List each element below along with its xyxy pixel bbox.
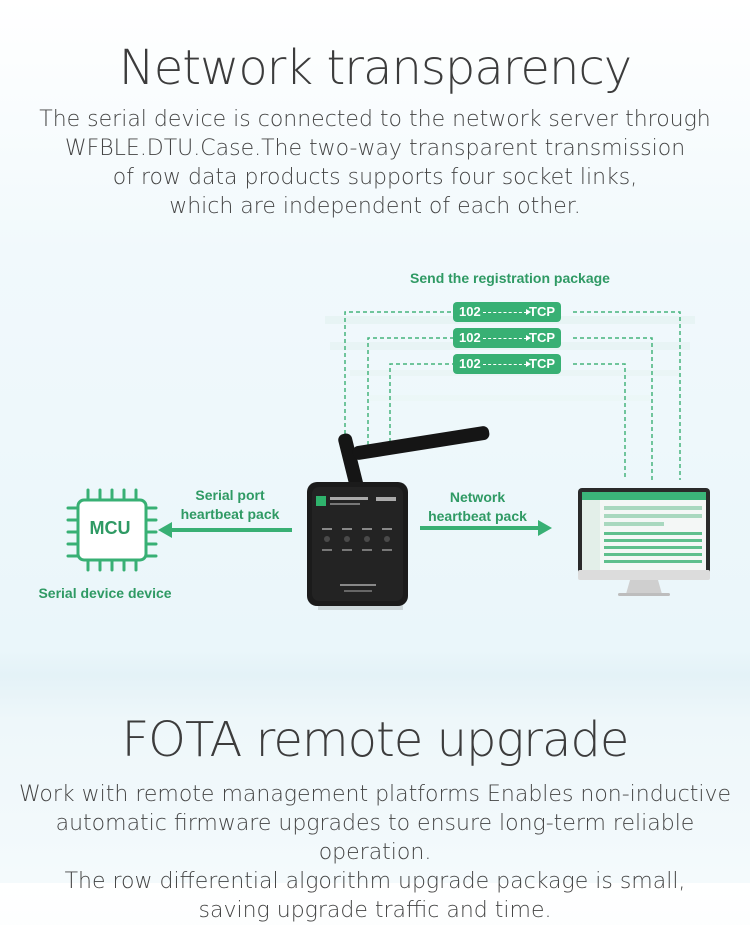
link-pill: 102 TCP xyxy=(453,302,561,322)
description-line: Work with remote management platforms En… xyxy=(18,782,732,807)
link-pill: 102 TCP xyxy=(453,328,561,348)
network-heartbeat-line: heartbeat pack xyxy=(428,508,527,524)
description-line: WFBLE.DTU.Case.The two-way transparent t… xyxy=(64,136,686,161)
description-line: which are independent of each other. xyxy=(169,194,581,219)
monitor-icon xyxy=(578,488,710,596)
link-pill: 102 TCP xyxy=(453,354,561,374)
serial-heartbeat-line: Serial port xyxy=(195,487,265,503)
mcu-chip-icon xyxy=(66,488,158,572)
network-transparency-description: The serial device is connected to the ne… xyxy=(0,105,750,221)
registration-link-lines xyxy=(344,311,681,480)
registration-label: Send the registration package xyxy=(410,270,610,286)
description-line: of row data products supports four socke… xyxy=(112,165,638,190)
network-diagram xyxy=(66,311,710,610)
dtu-device-icon xyxy=(307,426,490,610)
link-from: 102 xyxy=(459,356,481,371)
link-from: 102 xyxy=(459,304,481,319)
link-arrow-icon xyxy=(483,309,531,315)
link-to: TCP xyxy=(529,304,555,319)
link-arrow-icon xyxy=(483,335,531,341)
description-line: The serial device is connected to the ne… xyxy=(39,107,711,132)
description-line: The row differential algorithm upgrade p… xyxy=(64,869,686,894)
network-heartbeat-line: Network xyxy=(449,489,506,505)
serial-heartbeat-line: heartbeat pack xyxy=(180,506,280,522)
serial-arrow-icon xyxy=(158,522,292,538)
network-heartbeat-label: Network heartbeat pack xyxy=(415,488,540,526)
network-transparency-title: Network transparency xyxy=(118,40,632,96)
description-line: automatic firmware upgrades to ensure lo… xyxy=(55,811,695,865)
fota-title: FOTA remote upgrade xyxy=(121,712,630,768)
description-line: saving upgrade traffic and time. xyxy=(198,898,552,923)
serial-device-label: Serial device device xyxy=(38,585,172,601)
link-arrow-icon xyxy=(483,361,531,367)
serial-heartbeat-label: Serial port heartbeat pack xyxy=(165,486,295,524)
link-to: TCP xyxy=(529,330,555,345)
network-arrow-icon xyxy=(420,520,552,536)
link-from: 102 xyxy=(459,330,481,345)
fota-description: Work with remote management platforms En… xyxy=(0,780,750,925)
mcu-chip-label: MCU xyxy=(89,518,131,538)
link-to: TCP xyxy=(529,356,555,371)
